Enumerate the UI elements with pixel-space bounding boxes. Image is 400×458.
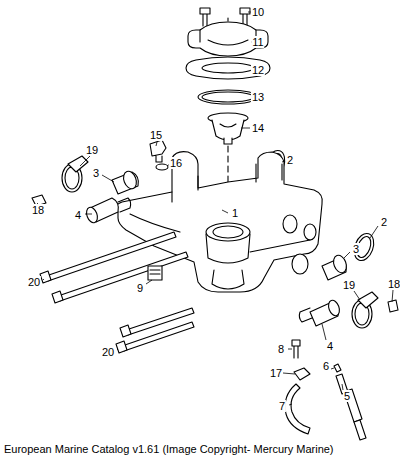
catalog-caption: European Marine Catalog v1.61 (Image Cop… — [4, 443, 334, 456]
hose-fitting — [299, 299, 341, 326]
seal — [334, 364, 341, 372]
o-ring — [156, 164, 168, 170]
fitting — [292, 340, 300, 358]
callout-number: 20 — [27, 276, 41, 288]
callout-number: 3 — [92, 167, 100, 179]
callout-number: 11 — [251, 36, 264, 48]
elbow-fitting — [294, 368, 310, 380]
callout-number: 7 — [278, 400, 286, 412]
plug — [148, 266, 162, 280]
callout-number: 2 — [286, 154, 294, 166]
callout-number: 17 — [269, 367, 283, 379]
callout-number: 3 — [352, 243, 360, 255]
callout-number: 18 — [387, 278, 400, 290]
callout-number: 9 — [136, 282, 144, 294]
callout-number: 10 — [251, 6, 265, 18]
callout-number: 14 — [251, 122, 265, 134]
hose — [285, 384, 310, 434]
bolt — [40, 232, 194, 353]
o-ring — [198, 90, 258, 104]
hose-fitting — [85, 198, 131, 224]
callout-number: 19 — [342, 279, 356, 291]
callout-number: 13 — [251, 91, 265, 103]
thermostat-cover — [188, 22, 268, 56]
callout-number: 6 — [322, 360, 330, 372]
gasket — [186, 57, 270, 79]
callout-number: 20 — [101, 346, 115, 358]
callout-number: 4 — [326, 340, 334, 352]
fitting — [150, 140, 166, 162]
sealing-ring — [351, 231, 377, 263]
callout-number: 8 — [277, 343, 285, 355]
temperature-sensor — [336, 374, 366, 440]
callout-number: 19 — [85, 144, 99, 156]
callout-number: 1 — [231, 207, 239, 219]
callout-number: 5 — [343, 390, 351, 402]
clamp-nut — [388, 300, 398, 312]
hose-adapter — [112, 169, 139, 194]
thermostat — [208, 113, 248, 144]
hose-clamp — [352, 292, 378, 328]
callout-number: 15 — [149, 129, 163, 141]
callout-number: 2 — [380, 216, 388, 228]
callout-number: 18 — [31, 204, 45, 216]
callout-number: 12 — [251, 64, 265, 76]
callout-number: 4 — [74, 209, 82, 221]
callout-number: 16 — [169, 157, 183, 169]
leader-line — [37, 12, 393, 405]
